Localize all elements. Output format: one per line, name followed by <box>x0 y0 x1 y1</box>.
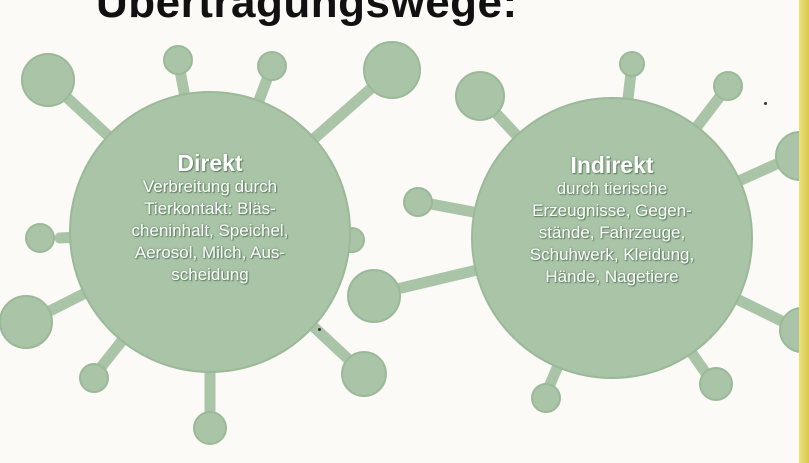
indirect-line-2: Erzeugnisse, Gegen- <box>494 200 730 222</box>
direct-line-1: Verbreitung durch <box>104 176 316 198</box>
indirect-line-5: Hände, Nagetiere <box>494 266 730 288</box>
direct-line-2: Tierkontakt: Bläs- <box>104 198 316 220</box>
indirect-line-3: stände, Fahrzeuge, <box>494 222 730 244</box>
direct-line-3: cheninhalt, Speichel, <box>104 220 316 242</box>
indirect-heading: Indirekt <box>494 152 730 178</box>
speck-dot <box>764 102 767 105</box>
direct-text-block: Direkt Verbreitung durch Tierkontakt: Bl… <box>104 150 316 286</box>
indirect-line-4: Schuhwerk, Kleidung, <box>494 244 730 266</box>
direct-line-5: scheidung <box>104 264 316 286</box>
indirect-line-1: durch tierische <box>494 178 730 200</box>
indirect-text-block: Indirekt durch tierische Erzeugnisse, Ge… <box>494 152 730 288</box>
direct-line-4: Aerosol, Milch, Aus- <box>104 242 316 264</box>
page-edge-strip <box>799 0 809 463</box>
direct-heading: Direkt <box>104 150 316 176</box>
speck-dot <box>318 328 321 331</box>
